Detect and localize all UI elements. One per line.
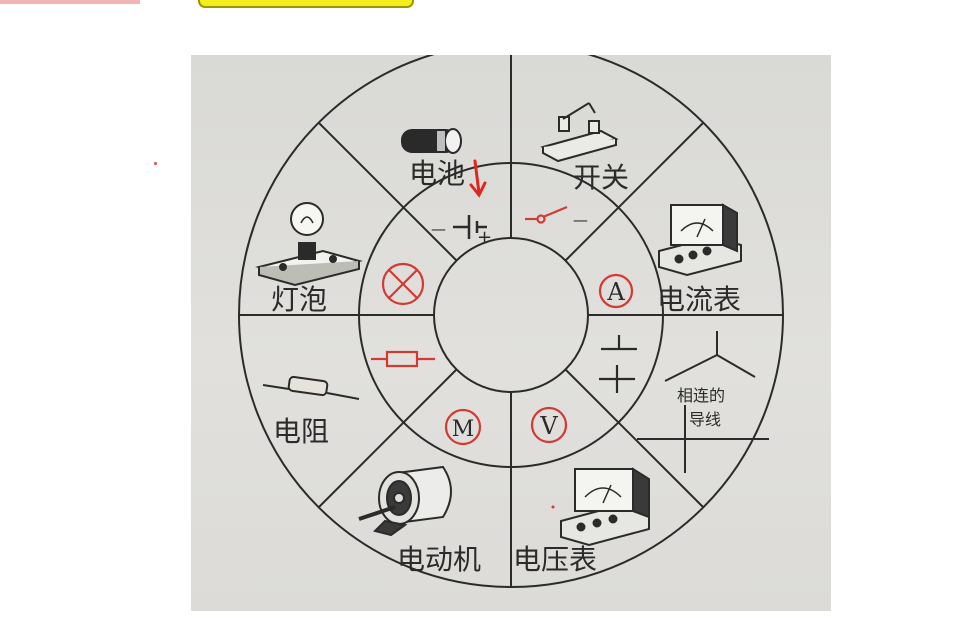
label-bulb: 灯泡 xyxy=(271,283,327,316)
label-battery: 电池 xyxy=(409,157,465,190)
label-motor: 电动机 xyxy=(397,543,481,576)
label-ammeter: 电流表 xyxy=(657,283,741,316)
connected-wires-picture xyxy=(637,331,769,473)
label-connected-wires-line1: 相连的 xyxy=(677,386,725,405)
battery-symbol-minus: — xyxy=(431,220,446,238)
resistor-symbol xyxy=(371,350,435,368)
voltmeter-symbol xyxy=(530,406,568,444)
motor-symbol xyxy=(444,408,482,446)
motor-picture xyxy=(358,465,452,537)
sector-dividers xyxy=(239,55,783,587)
top-red-strip xyxy=(0,0,140,4)
resistor-picture xyxy=(262,375,360,400)
circuit-symbols-photo: 电池 开关 电流表 相连的 导线 xyxy=(191,55,831,611)
switch-picture xyxy=(540,102,619,163)
bulb-picture xyxy=(255,202,363,287)
label-voltmeter: 电压表 xyxy=(513,543,597,576)
top-yellow-button[interactable] xyxy=(198,0,414,8)
circuit-symbols-wheel: 电池 开关 电流表 相连的 导线 xyxy=(238,55,784,588)
battery-picture xyxy=(401,128,462,154)
red-arrow-annotation xyxy=(469,159,487,198)
ammeter-picture xyxy=(658,203,742,277)
switch-symbol-minus: — xyxy=(573,211,588,229)
voltmeter-symbol-letter: V xyxy=(539,412,558,440)
bulb-symbol xyxy=(381,262,425,306)
voltmeter-picture xyxy=(560,467,650,547)
ammeter-symbol xyxy=(598,273,634,309)
motor-symbol-letter: M xyxy=(452,417,475,442)
label-resistor: 电阻 xyxy=(273,415,329,448)
label-connected-wires-line2: 导线 xyxy=(689,410,721,429)
label-switch: 开关 xyxy=(573,161,629,194)
stray-red-dot xyxy=(551,505,555,509)
switch-symbol xyxy=(525,205,568,224)
ammeter-symbol-letter: A xyxy=(606,278,625,306)
battery-symbol-plus: + xyxy=(477,227,492,248)
wire-junction-symbol xyxy=(599,335,637,393)
inner-ring xyxy=(433,237,589,393)
stray-mark xyxy=(154,162,157,165)
battery-symbol xyxy=(453,215,487,239)
